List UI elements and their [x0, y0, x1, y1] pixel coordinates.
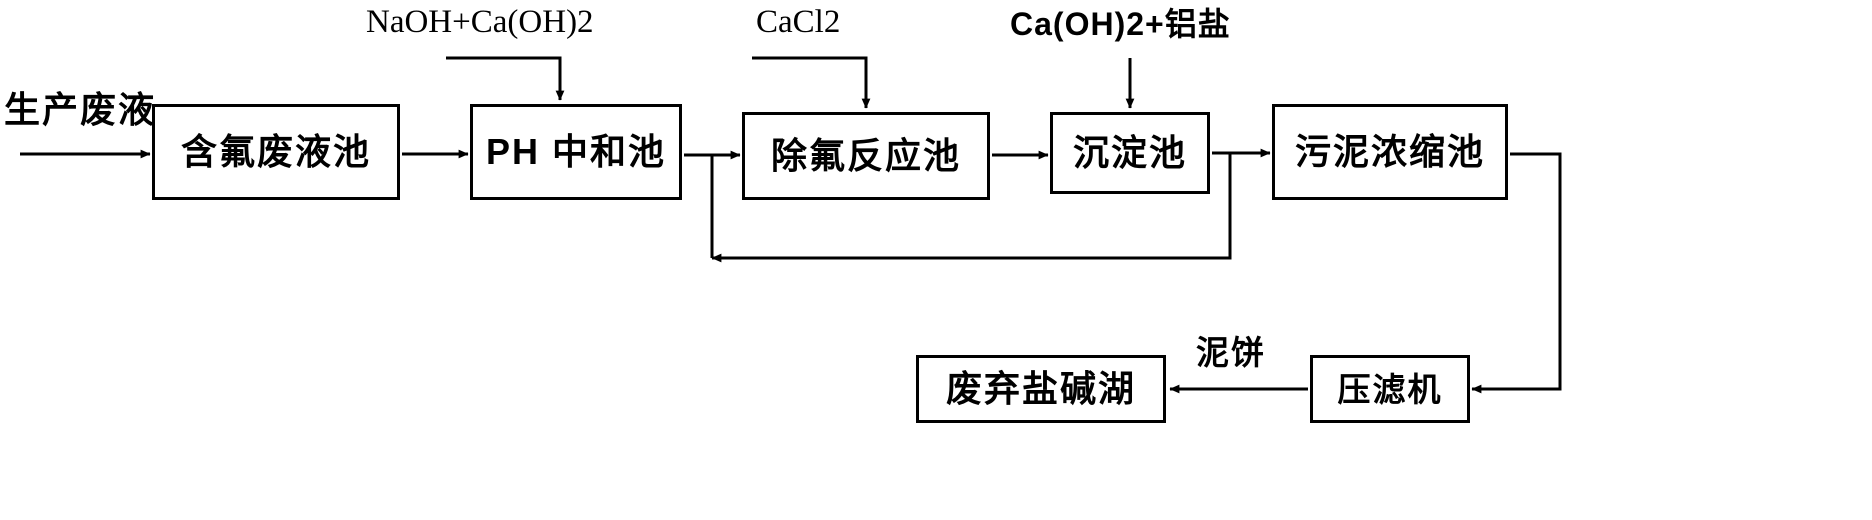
connector-settling-outlet-step — [1212, 151, 1232, 194]
node-defluorination-reaction-tank[interactable]: 除氟反应池 — [742, 112, 990, 200]
node-sludge-thickening-tank[interactable]: 污泥浓缩池 — [1272, 104, 1508, 200]
arrow-return-settling-to-defluor-feed — [711, 194, 1232, 263]
inlet-label: 生产废液 — [4, 89, 157, 130]
edge-label-mud-cake: 泥饼 — [1196, 334, 1266, 371]
node-label-abandoned-salt-alkali-lake: 废弃盐碱湖 — [945, 368, 1136, 409]
node-fluoride-waste-tank[interactable]: 含氟废液池 — [152, 104, 400, 200]
reagent-label-naoh-caoh2: NaOH+Ca(OH)2 — [366, 4, 594, 40]
node-label-sludge-thickening-tank: 污泥浓缩池 — [1294, 131, 1485, 172]
node-abandoned-salt-alkali-lake[interactable]: 废弃盐碱湖 — [916, 355, 1166, 423]
node-settling-tank[interactable]: 沉淀池 — [1050, 112, 1210, 194]
node-label-settling-tank: 沉淀池 — [1072, 132, 1187, 173]
arrow-reagent-cacl2-to-defluor-tank — [752, 56, 871, 109]
reagent-label-cacl2: CaCl2 — [756, 4, 841, 40]
reagent-label-caoh2-aluminum-salt: Ca(OH)2+铝盐 — [1010, 6, 1231, 42]
node-label-fluoride-waste-tank: 含氟废液池 — [180, 131, 371, 172]
node-ph-neutralization-tank[interactable]: PH 中和池 — [470, 104, 682, 200]
node-label-filter-press: 压滤机 — [1337, 370, 1443, 408]
arrow-reagent-naoh-to-ph-tank — [446, 56, 565, 101]
node-filter-press[interactable]: 压滤机 — [1310, 355, 1470, 423]
node-label-ph-neutralization-tank: PH 中和池 — [485, 131, 666, 172]
node-label-defluorination-reaction-tank: 除氟反应池 — [770, 135, 961, 176]
